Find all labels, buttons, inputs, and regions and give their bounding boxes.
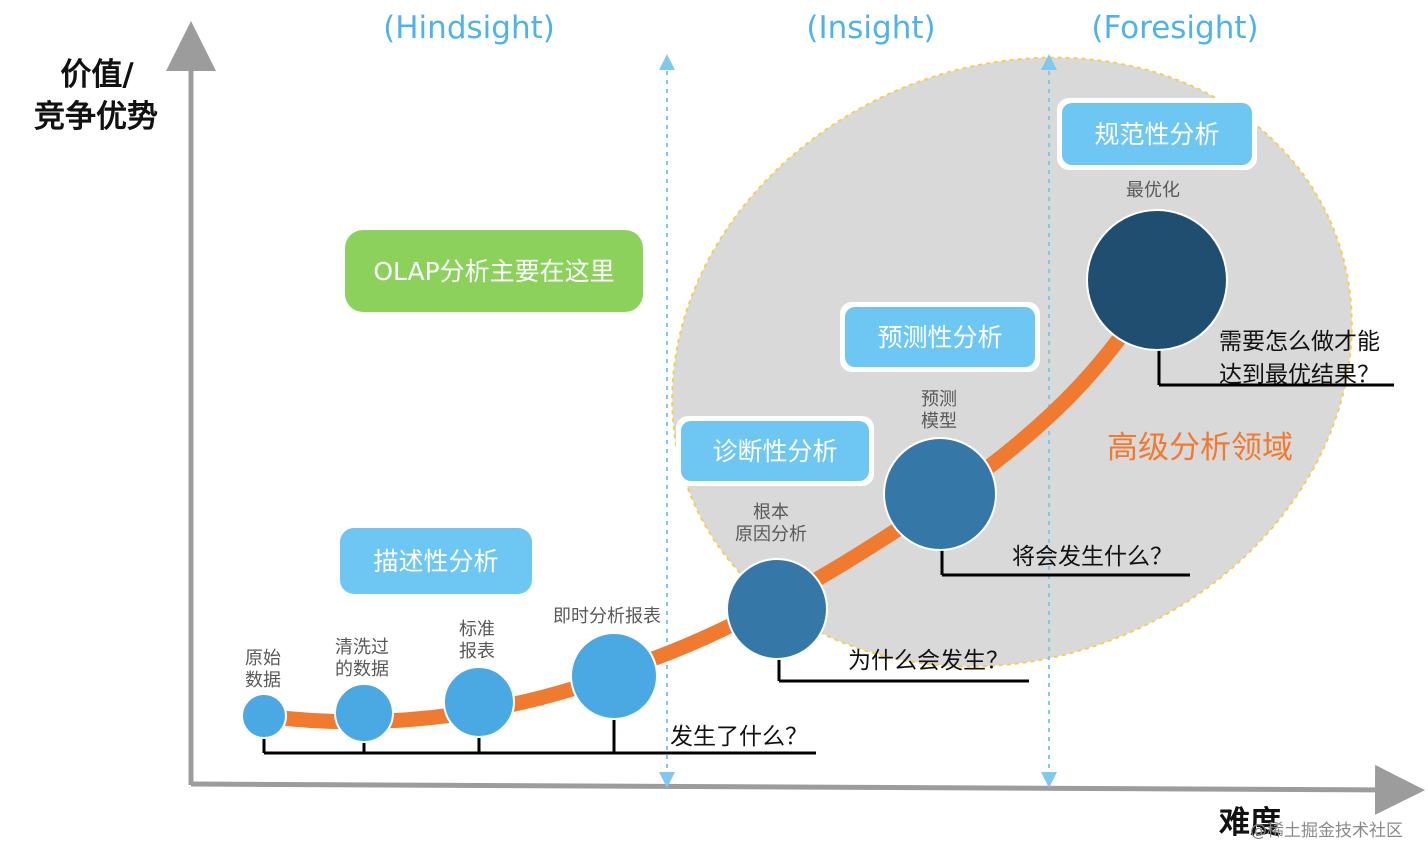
- descriptive-analytics-text: 描述性分析: [373, 547, 498, 576]
- question-how-best-line1: 需要怎么做才能: [1219, 329, 1380, 355]
- label-predictive-model-line1: 预测: [921, 389, 957, 410]
- x-axis-title: 难度: [1219, 805, 1281, 841]
- node-raw-data: [241, 693, 287, 739]
- phase-insight-label: (Insight): [806, 10, 935, 46]
- prescriptive-analytics-text: 规范性分析: [1094, 120, 1219, 149]
- label-root-cause-line2: 原因分析: [735, 524, 807, 545]
- label-optimization: 最优化: [1126, 180, 1180, 201]
- predictive-analytics-tag: 预测性分析: [840, 302, 1040, 372]
- question-why-happened: 为什么会发生？: [848, 648, 1009, 674]
- label-realtime-report: 即时分析报表: [553, 606, 661, 627]
- question-how-best-line2: 达到最优结果？: [1219, 362, 1380, 388]
- label-predictive-model-line2: 模型: [921, 411, 957, 432]
- label-cleaned-data-line1: 清洗过: [335, 637, 389, 658]
- question-what-will-happen: 将会发生什么？: [1012, 544, 1173, 570]
- y-axis-title-line1: 价值/: [60, 57, 134, 93]
- watermark: @稀土掘金技术社区: [1250, 821, 1403, 841]
- node-cleaned-data: [334, 683, 394, 743]
- olap-callout: OLAP分析主要在这里: [345, 230, 643, 312]
- phase-foresight-label: (Foresight): [1091, 10, 1258, 46]
- label-raw-data-line1: 原始: [245, 648, 281, 669]
- diagnostic-analytics-tag: 诊断性分析: [676, 416, 874, 486]
- predictive-analytics-text: 预测性分析: [877, 323, 1002, 352]
- advanced-analytics-label: 高级分析领域: [1107, 430, 1293, 466]
- node-realtime-report: [570, 632, 658, 720]
- node-predictive-model: [883, 437, 997, 551]
- label-standard-report-line1: 标准: [459, 619, 495, 640]
- y-axis-title-line2: 竞争优势: [34, 99, 158, 135]
- descriptive-analytics-tag: 描述性分析: [340, 528, 532, 594]
- phase-hindsight-label: (Hindsight): [383, 10, 555, 46]
- olap-callout-text: OLAP分析主要在这里: [373, 257, 614, 286]
- question-what-happened: 发生了什么？: [670, 724, 808, 750]
- node-root-cause: [726, 558, 828, 660]
- node-standard-report: [443, 666, 515, 738]
- node-optimization: [1086, 209, 1228, 351]
- label-standard-report-line2: 报表: [459, 641, 495, 662]
- label-root-cause-line1: 根本: [753, 502, 789, 523]
- question-underlines: [264, 383, 1394, 755]
- node-stems: [262, 350, 1161, 753]
- x-axis: [190, 764, 1425, 815]
- diagnostic-analytics-text: 诊断性分析: [712, 437, 837, 466]
- label-cleaned-data-line2: 的数据: [335, 659, 389, 680]
- prescriptive-analytics-tag: 规范性分析: [1057, 98, 1257, 170]
- label-raw-data-line2: 数据: [245, 670, 281, 691]
